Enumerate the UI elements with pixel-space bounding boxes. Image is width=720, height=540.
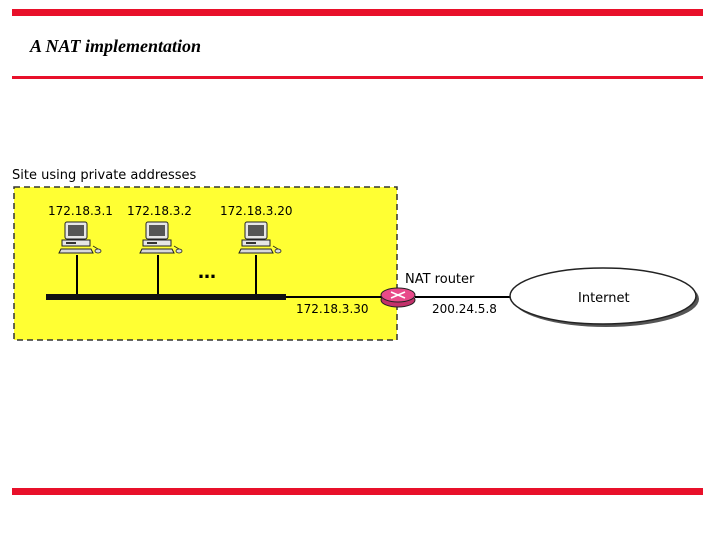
title-underline-bar — [12, 76, 703, 79]
internet-label: Internet — [578, 291, 630, 306]
nat-router-icon — [380, 287, 416, 308]
host-1-ip: 172.18.3.1 — [48, 204, 113, 218]
lan-backbone — [46, 294, 286, 300]
host-2-ip: 172.18.3.2 — [127, 204, 192, 218]
slide-title: A NAT implementation — [30, 36, 202, 56]
top-red-bar — [12, 9, 703, 16]
router-inside-ip: 172.18.3.30 — [296, 302, 369, 316]
more-hosts-ellipsis: … — [198, 262, 216, 283]
site-label: Site using private addresses — [12, 168, 197, 183]
nat-router-label: NAT router — [405, 272, 475, 287]
router-outside-ip: 200.24.5.8 — [432, 302, 497, 316]
internet-cloud — [509, 267, 699, 327]
bottom-red-bar — [12, 488, 703, 495]
host-3-ip: 172.18.3.20 — [220, 204, 293, 218]
